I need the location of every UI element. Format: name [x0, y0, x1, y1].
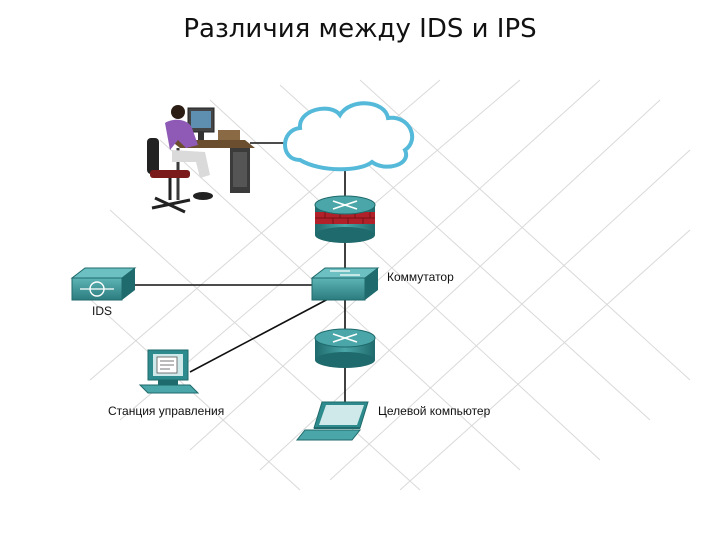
ids-label: IDS — [92, 304, 113, 318]
management-station-label: Станция управления — [108, 404, 225, 418]
ids-appliance-icon — [70, 267, 137, 301]
link-station-switch — [189, 297, 331, 373]
links — [135, 142, 346, 402]
router-icon — [314, 328, 376, 368]
operator-workstation-icon — [147, 105, 255, 214]
firewall-router-icon — [314, 195, 376, 243]
slide-title: Различия между IDS и IPS — [183, 14, 537, 44]
switch-label: Коммутатор — [387, 270, 454, 284]
switch-icon — [310, 267, 380, 301]
management-station-icon — [138, 349, 200, 394]
internet-cloud-icon — [283, 101, 415, 172]
target-laptop-icon — [295, 401, 369, 441]
target-computer-label: Целевой компьютер — [378, 404, 491, 418]
